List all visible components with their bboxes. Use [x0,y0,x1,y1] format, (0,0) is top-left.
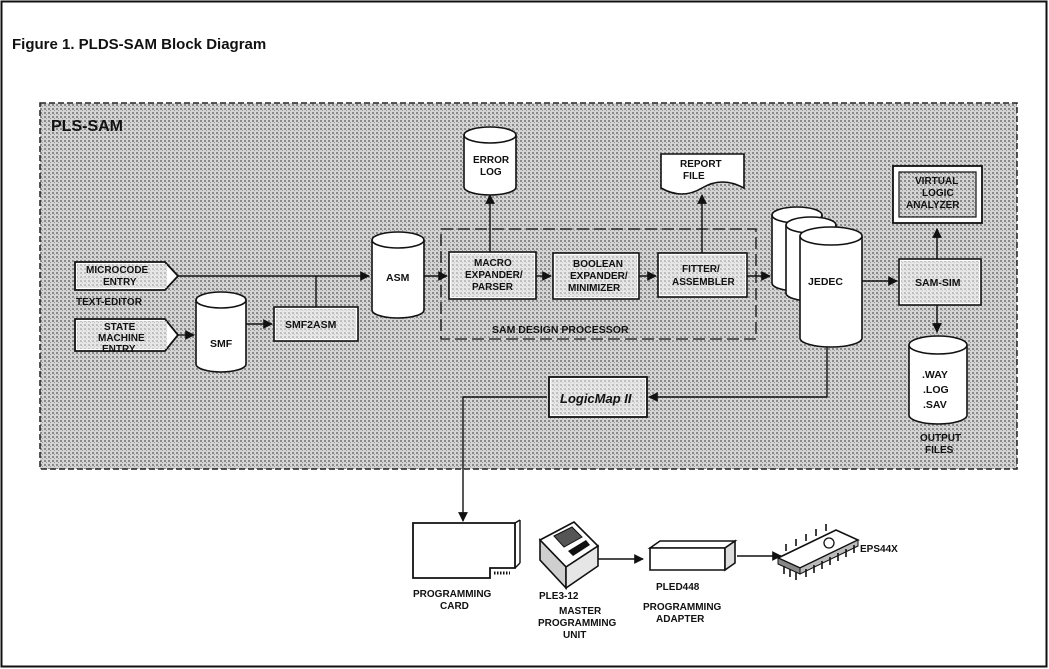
asm-database: ASM [371,231,425,319]
jedec-to-logicmap-arrow [648,345,828,402]
svg-text:LOG: LOG [480,167,502,178]
eps44x-chip-image [776,524,860,580]
svg-text:.LOG: .LOG [923,384,949,396]
master-unit-label-line3: UNIT [563,630,586,641]
svg-text:FILE: FILE [683,171,705,182]
svg-text:MACHINE: MACHINE [98,333,145,344]
figure-title: Figure 1. PLDS-SAM Block Diagram [12,36,266,53]
svg-text:JEDEC: JEDEC [808,276,843,288]
svg-text:MINIMIZER: MINIMIZER [568,283,621,294]
output-files-label-line1: OUTPUT [920,433,961,444]
pls-sam-label: PLS-SAM [51,118,123,135]
sam-sim-block: SAM-SIM [898,258,982,306]
svg-text:MICROCODE: MICROCODE [86,265,149,276]
macro-expander-block: MACRO EXPANDER/ PARSER [448,251,537,300]
svg-text:ENTRY: ENTRY [103,277,137,288]
boolean-expander-block: BOOLEAN EXPANDER/ MINIMIZER [552,252,640,300]
output-files-database: .WAY .LOG .SAV [908,335,968,425]
smf-database: SMF [195,291,247,373]
svg-text:.WAY: .WAY [922,369,948,381]
text-editor-label: TEXT-EDITOR [76,297,143,308]
svg-text:LOGIC: LOGIC [922,188,954,199]
programming-adapter-image [647,539,738,572]
jedec-database: JEDEC [771,206,863,348]
sam-design-processor-label: SAM DESIGN PROCESSOR [492,324,629,336]
svg-text:ASM: ASM [386,272,410,284]
programming-card-label-line1: PROGRAMMING [413,589,492,600]
sam-design-processor-box [440,228,757,340]
svg-text:ASSEMBLER: ASSEMBLER [672,277,736,288]
svg-text:ENTRY: ENTRY [102,344,136,355]
state-machine-entry-block: STATE MACHINE ENTRY [74,318,180,355]
fitter-assembler-block: FITTER/ ASSEMBLER [657,252,748,298]
logicmap-block: LogicMap II [548,376,648,418]
pled-label: PLED448 [656,582,700,593]
svg-text:STATE: STATE [104,322,136,333]
svg-text:MACRO: MACRO [474,258,512,269]
output-files-label-line2: FILES [925,445,954,456]
svg-text:LogicMap II: LogicMap II [560,391,632,406]
master-programming-unit-image [538,521,600,591]
logicmap-to-card-arrow [458,396,547,522]
microcode-entry-block: MICROCODE ENTRY [74,261,180,291]
svg-text:EXPANDER/: EXPANDER/ [465,270,523,281]
svg-text:SMF2ASM: SMF2ASM [285,319,337,331]
programming-card-label-line2: CARD [440,601,469,612]
svg-text:ERROR: ERROR [473,155,510,166]
report-file-document: REPORT FILE [660,153,745,195]
programming-card-image [412,519,521,579]
svg-text:REPORT: REPORT [680,159,722,170]
svg-text:EXPANDER/: EXPANDER/ [570,271,628,282]
master-unit-label-line1: MASTER [559,606,602,617]
ple-label: PLE3-12 [539,591,579,602]
svg-text:SMF: SMF [210,338,233,350]
virtual-logic-analyzer-block: VIRTUAL LOGIC ANALYZER [892,165,983,224]
svg-text:BOOLEAN: BOOLEAN [573,259,623,270]
error-log-database: ERROR LOG [463,126,517,196]
svg-text:SAM-SIM: SAM-SIM [915,277,961,289]
adapter-label-line2: ADAPTER [656,614,705,625]
svg-text:PARSER: PARSER [472,282,514,293]
svg-text:VIRTUAL: VIRTUAL [915,176,958,187]
svg-text:FITTER/: FITTER/ [682,264,720,275]
svg-text:ANALYZER: ANALYZER [906,200,960,211]
connectors [177,194,942,564]
smf2asm-block: SMF2ASM [273,306,359,342]
master-unit-label-line2: PROGRAMMING [538,618,617,629]
adapter-label-line1: PROGRAMMING [643,602,722,613]
svg-text:.SAV: .SAV [923,399,947,411]
chip-label: EPS44X [860,544,898,555]
